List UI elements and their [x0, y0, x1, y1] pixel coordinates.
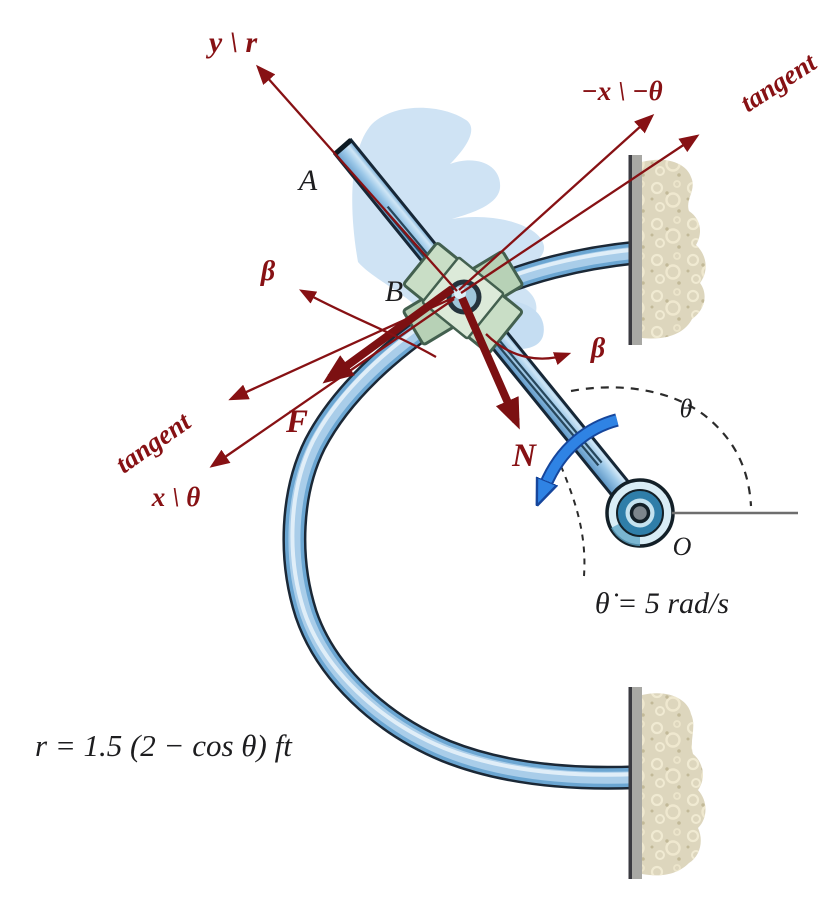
axis-y-r-ray	[256, 64, 458, 292]
tangent-upper-label: tangent	[735, 46, 823, 118]
theta-angle-arc	[570, 386, 753, 507]
tangent-lower-label: tangent	[110, 405, 197, 479]
force-F-label: F	[285, 404, 308, 440]
beta-right-label: β	[590, 333, 606, 364]
rotation-direction-arrow	[545, 413, 619, 486]
point-b-label: B	[385, 275, 403, 308]
axis-neg-x-neg-theta-label: −x \ −θ	[581, 76, 662, 106]
tangent-upper-ray	[460, 134, 700, 294]
theta-dot-leader-line	[560, 465, 586, 577]
point-o-label: O	[673, 532, 692, 561]
angular-velocity-label: θ̇ = 5 rad/s	[595, 587, 729, 620]
axis-y-r-label: y \ r	[206, 26, 258, 59]
rod-end-cap	[333, 138, 353, 156]
force-N-arrow	[458, 296, 520, 430]
axis-x-theta-label: x \ θ	[151, 482, 201, 512]
axis-x-theta-ray	[209, 298, 455, 468]
beta-left-arrow	[299, 289, 437, 358]
beta-left-label: β	[260, 256, 276, 287]
path-equation-label: r = 1.5 (2 − cos θ) ft	[35, 728, 293, 763]
wall-support-top	[628, 155, 706, 345]
wall-support-bottom	[628, 687, 706, 879]
force-N-label: N	[511, 438, 537, 474]
beta-right-arrow	[485, 333, 572, 365]
pivot-hub	[605, 478, 675, 548]
axis-neg-x-ray	[458, 113, 655, 291]
theta-angle-label: θ	[680, 394, 693, 423]
point-a-label: A	[297, 164, 318, 197]
